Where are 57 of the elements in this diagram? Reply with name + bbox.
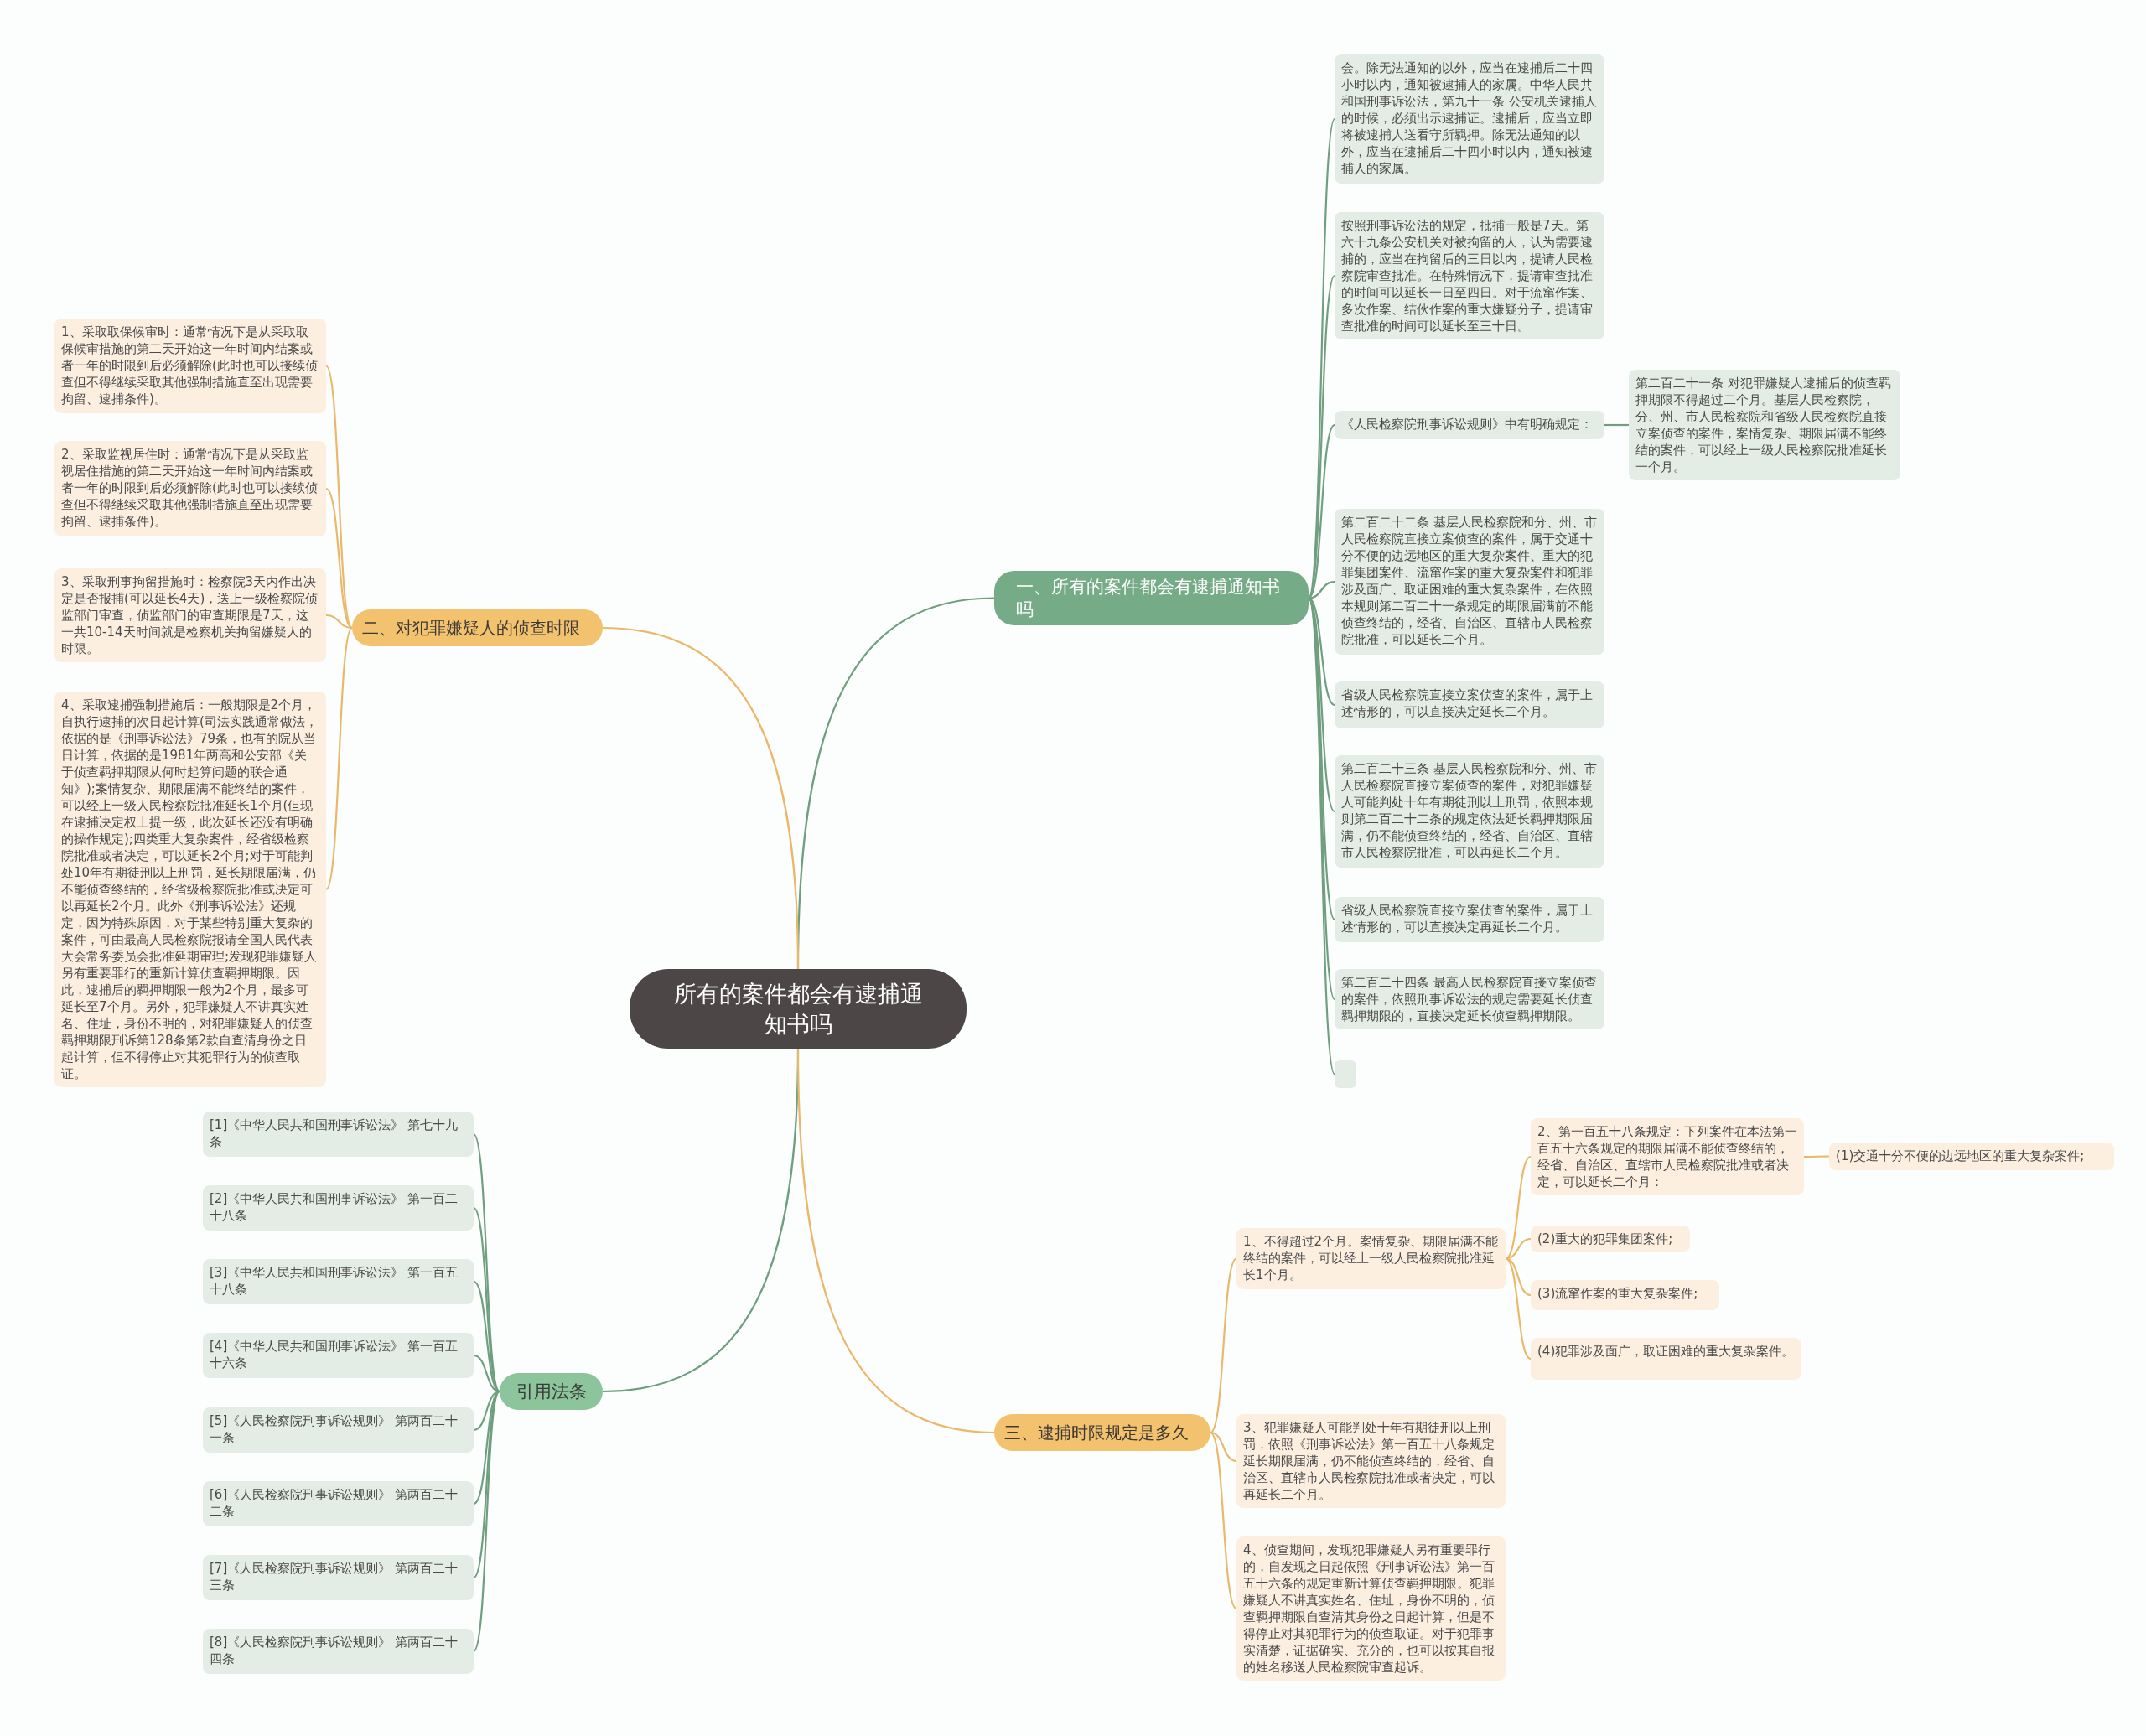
text-card: [8]《人民检察院刑事诉讼规则》 第两百二十四条: [203, 1629, 474, 1674]
connector-line: [1308, 598, 1335, 1000]
text-card: (3)流窜作案的重大复杂案件;: [1531, 1280, 1719, 1310]
text-card: 4、采取逮捕强制措施后：一般期限是2个月，自执行逮捕的次日起计算(司法实践通常做法，依据的是《刑事诉讼法》79条，也有的院从当日计算，依据的是1981年两高和公安部《关于侦查羁押期限从何时起算问题的联合通知》);案情复杂、期限届满不能终结的案件，可以经上一级人民检察院批准延长1个月(但现在逮捕决定权上提一级，此次延长还没有明确的操作规定);四类重大复杂案件，经省级检察院批准或者决定，可以延长2个月;对于可能判处10年有期徒刑以上刑罚，延长期限届满，仍不能侦查终结的，经省级检察院批准或决定可以再延长2个月。此外《刑事诉讼法》还规定，因为特殊原因，对于某些特别重大复杂的案件，可由最高人民检察院报请全国人民代表大会常务委员会批准延期审理;发现犯罪嫌疑人另有重要罪行的重新计算侦查羁押期限。因此，逮捕后的羁押期限一般为2个月，最多可延长至7个月。另外，犯罪嫌疑人不讲真实姓名、住址，身份不明的，对犯罪嫌疑人的侦查羁押期限刑诉第128条第2款自查清身份之日起计算，但不得停止对其犯罪行为的侦查取证。: [54, 692, 326, 1087]
text-card: [4]《中华人民共和国刑事诉讼法》 第一百五十六条: [203, 1333, 474, 1378]
connector-line: [473, 1133, 500, 1392]
connector-line: [473, 1391, 500, 1578]
text-card: [6]《人民检察院刑事诉讼规则》 第两百二十二条: [203, 1481, 474, 1526]
connector-line: [325, 614, 353, 630]
connector-line: [325, 627, 353, 890]
text-card: (1)交通十分不便的边远地区的重大复杂案件;: [1829, 1143, 2114, 1170]
connector-line: [1308, 597, 1335, 706]
text-card: 2、采取监视居住时：通常情况下是从采取监视居住措施的第二天开始这一年时间内结案或者一年的时限到后必须解除(此时也可以接续侦查但不得继续采取其他强制措施直至出现需要拘留、逮捕条件)。: [54, 441, 326, 536]
connector-line: [1505, 1257, 1532, 1360]
connector-line: [1308, 424, 1335, 599]
text-card: 《人民检察院刑事诉讼规则》中有明确规定：: [1335, 411, 1604, 439]
text-card: [5]《人民检察院刑事诉讼规则》 第两百二十一条: [203, 1407, 474, 1453]
central-topic: 所有的案件都会有逮捕通知书吗: [630, 969, 967, 1049]
branch-topic: 引用法条: [500, 1373, 603, 1410]
branch-topic: 一、所有的案件都会有逮捕通知书吗: [994, 571, 1309, 625]
branch-topic: 三、逮捕时限规定是多久: [994, 1414, 1210, 1451]
text-card: [3]《中华人民共和国刑事诉讼法》 第一百五十八条: [203, 1259, 474, 1304]
text-card: 会。除无法通知的以外，应当在逮捕后二十四小时以内，通知被逮捕人的家属。中华人民共和国刑事诉讼法，第九十一条 公安机关逮捕人的时候，必须出示逮捕证。逮捕后，应当立即将被逮捕人送看守所羁押。除无法通知的以外，应当在逮捕后二十四小时以内，通知被逮捕人的家属。: [1335, 54, 1604, 184]
empty-box: [1335, 1060, 1356, 1088]
text-card: 1、采取取保候审时：通常情况下是从采取取保候审措施的第二天开始这一年时间内结案或者一年的时限到后必须解除(此时也可以接续侦查但不得继续采取其他强制措施直至出现需要拘留、逮捕条件)。: [54, 319, 326, 413]
text-card: 第二百二十三条 基层人民检察院和分、州、市人民检察院直接立案侦查的案件，对犯罪嫌疑人可能判处十年有期徒刑以上刑罚，依照本规则第二百二十二条的规定依法延长羁押期限届满，仍不能侦查终结的，经省、自治区、直辖市人民检察院批准，可以再延长二个月。: [1335, 755, 1604, 868]
connector-line: [1210, 1431, 1237, 1463]
connector-line: [1604, 423, 1629, 427]
connector-line: [1308, 580, 1335, 599]
text-card: [1]《中华人民共和国刑事诉讼法》 第七十九条: [203, 1112, 474, 1157]
text-card: 省级人民检察院直接立案侦查的案件，属于上述情形的，可以直接决定再延长二个月。: [1335, 897, 1604, 942]
text-card: 1、不得超过2个月。案情复杂、期限届满不能终结的案件，可以经上一级人民检察院批准延长1个月。: [1236, 1228, 1506, 1289]
branch-topic: 二、对犯罪嫌疑人的侦查时限: [352, 609, 603, 646]
connector-line: [325, 365, 353, 629]
text-card: 4、侦查期间，发现犯罪嫌疑人另有重要罪行的，自发现之日起依照《刑事诉讼法》第一百五十六条的规定重新计算侦查羁押期限。犯罪嫌疑人不讲真实姓名、住址，身份不明的，侦查羁押期限自查清其身份之日起计算，但是不得停止对其犯罪行为的侦查取证。对于犯罪事实清楚，证据确实、充分的，也可以按其自报的姓名移送人民检察院审查起诉。: [1236, 1536, 1506, 1681]
connector-line: [325, 488, 353, 629]
connector-line: [1804, 1155, 1829, 1158]
text-card: 3、采取刑事拘留措施时：检察院3天内作出决定是否报捕(可以延长4天)，送上一级检察院侦监部门审查，侦监部门的审查期限是7天，这一共10-14天时间就是检察机关拘留嫌疑人的时限。: [54, 568, 326, 662]
text-card: 第二百二十一条 对犯罪嫌疑人逮捕后的侦查羁押期限不得超过二个月。基层人民检察院，分、州、市人民检察院和省级人民检察院直接立案侦查的案件，案情复杂、期限届满不能终结的案件，可以经上一级人民检察院批准延长一个月。: [1629, 370, 1900, 480]
connector-line: [1210, 1257, 1237, 1433]
text-card: 2、第一百五十八条规定：下列案件在本法第一百五十六条规定的期限届满不能侦查终结的，经省、自治区、直辖市人民检察院批准或者决定，可以延长二个月：: [1531, 1118, 1804, 1195]
text-card: 第二百二十四条 最高人民检察院直接立案侦查的案件，依照刑事诉讼法的规定需要延长侦查羁押期限的，直接决定延长侦查羁押期限。: [1335, 969, 1604, 1029]
text-card: 省级人民检察院直接立案侦查的案件，属于上述情形的，可以直接决定延长二个月。: [1335, 681, 1604, 728]
connector-line: [796, 1048, 995, 1434]
connector-line: [473, 1391, 500, 1652]
connector-line: [1210, 1432, 1237, 1609]
connector-line: [1505, 1156, 1532, 1260]
text-card: 第二百二十二条 基层人民检察院和分、州、市人民检察院直接立案侦查的案件，属于交通十分不便的边远地区的重大复杂案件、重大的犯罪集团案件、流窜作案的重大复杂案件和犯罪涉及面广、取证困难的重大复杂案件，在依照本规则第二百二十一条规定的期限届满前不能侦查终结的，经省、自治区、直辖市人民检察院批准，可以延长二个月。: [1335, 509, 1604, 655]
connector-line: [1307, 598, 1336, 1075]
text-card: 按照刑事诉讼法的规定，批捕一般是7天。第六十九条公安机关对被拘留的人，认为需要逮捕的，应当在拘留后的三日以内，提请人民检察院审查批准。在特殊情况下，提请审查批准的时间可以延长一日至四日。对于流窜作案、多次作案、结伙作案的重大嫌疑分子，提请审查批准的时间可以延长至三十日。: [1335, 212, 1604, 339]
text-card: [7]《人民检察院刑事诉讼规则》 第两百二十三条: [203, 1555, 474, 1600]
text-card: [2]《中华人民共和国刑事诉讼法》 第一百二十八条: [203, 1185, 474, 1231]
connector-line: [602, 626, 800, 970]
text-card: (2)重大的犯罪集团案件;: [1531, 1226, 1690, 1252]
text-card: (4)犯罪涉及面广，取证困难的重大复杂案件。: [1531, 1338, 1801, 1380]
connector-line: [1307, 118, 1336, 599]
text-card: 3、犯罪嫌疑人可能判处十年有期徒刑以上刑罚，依照《刑事诉讼法》第一百五十八条规定延长期限届满，仍不能侦查终结的，经省、自治区、直辖市人民检察院批准或者决定，可以再延长二个月。: [1236, 1414, 1506, 1508]
